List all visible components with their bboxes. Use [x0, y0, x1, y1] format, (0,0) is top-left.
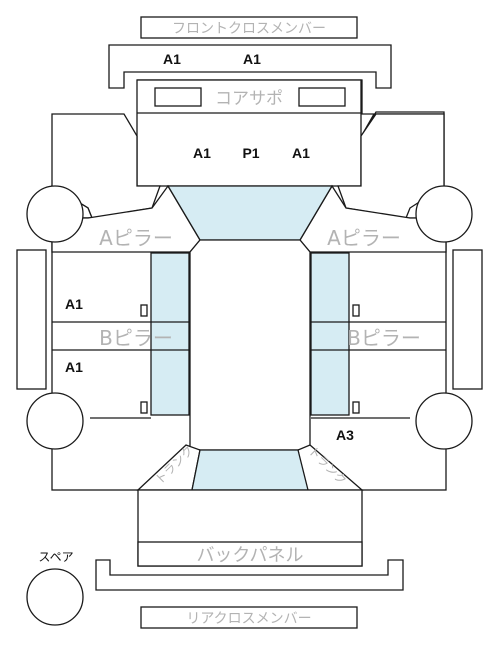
- right-rear-grade: A3: [336, 427, 354, 443]
- spare-label: スペア: [38, 550, 73, 564]
- core-right-grade: A1: [292, 145, 310, 161]
- back-panel-box[interactable]: [137, 541, 363, 567]
- left-rear-door-grade: A1: [65, 359, 83, 375]
- rear-cross-member-part: [95, 559, 404, 591]
- left-side-sill[interactable]: [16, 249, 47, 390]
- front-cross-member-label: フロントクロスメンバー: [172, 21, 326, 37]
- b-pillar-left-label: Bピラー: [99, 326, 173, 350]
- left-rear-door-handle[interactable]: [140, 401, 148, 414]
- a-pillar-right-label: Aピラー: [327, 226, 401, 250]
- right-rear-door-handle[interactable]: [352, 401, 360, 414]
- front-left-wheel[interactable]: [26, 185, 84, 243]
- rear-left-wheel[interactable]: [26, 392, 84, 450]
- left-front-door-handle[interactable]: [140, 304, 148, 317]
- left-door-glass[interactable]: [150, 252, 190, 416]
- a-pillar-left-label: Aピラー: [99, 226, 173, 250]
- spare-tire[interactable]: [26, 568, 84, 626]
- right-door-glass[interactable]: [310, 252, 350, 416]
- front-cross-left-grade: A1: [163, 51, 181, 67]
- core-support-label: コアサポ: [215, 89, 283, 109]
- back-panel-label: バックパネル: [196, 545, 303, 566]
- rear-right-wheel[interactable]: [415, 392, 473, 450]
- core-center-grade: P1: [242, 145, 259, 161]
- roof-panel: [189, 239, 311, 451]
- rear-cross-member-label: リアクロスメンバー: [186, 611, 311, 627]
- core-left-grade: A1: [193, 145, 211, 161]
- left-front-door-grade: A1: [65, 296, 83, 312]
- core-support-right-slot: [298, 87, 346, 107]
- rear-cross-member-box: [140, 606, 358, 629]
- right-side-sill[interactable]: [452, 249, 483, 390]
- front-cross-right-grade: A1: [243, 51, 261, 67]
- b-pillar-right-label: Bピラー: [347, 326, 421, 350]
- rear-window-glass[interactable]: [191, 449, 309, 491]
- right-front-door-handle[interactable]: [352, 304, 360, 317]
- front-cross-member-part: [108, 44, 392, 89]
- core-support-left-slot: [154, 87, 202, 107]
- front-right-wheel[interactable]: [415, 185, 473, 243]
- front-cross-member-box: [140, 16, 358, 39]
